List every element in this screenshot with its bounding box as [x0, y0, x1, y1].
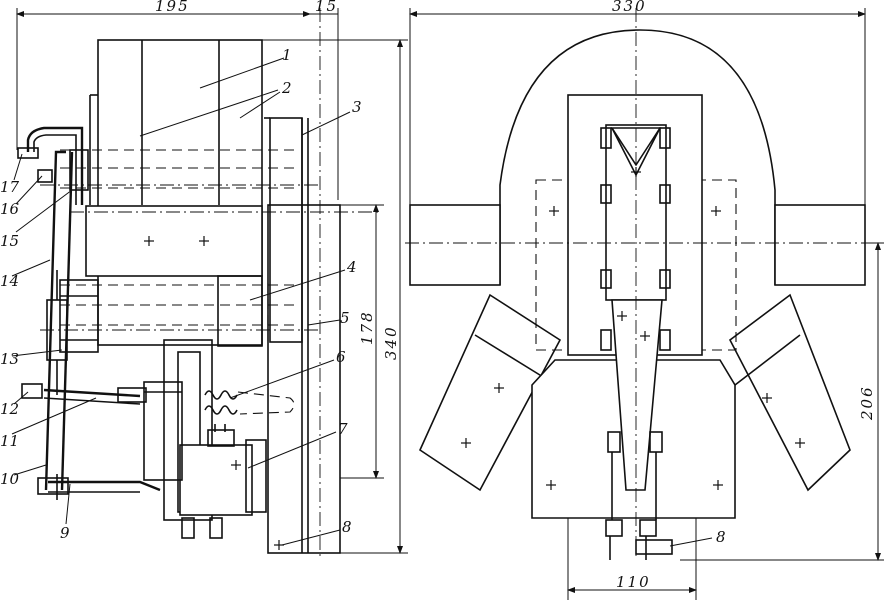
coil	[143, 381, 183, 481]
coil-bracket	[163, 339, 267, 539]
callout-1: 1	[282, 46, 292, 64]
callout-leaders	[11, 57, 351, 546]
callout-2: 2	[281, 79, 292, 97]
lower-rod	[37, 477, 161, 495]
dim-label-15: 15	[315, 0, 338, 15]
callout-12: 12	[0, 400, 19, 418]
front-callout-8: 8	[716, 528, 726, 546]
callout-6: 6	[336, 348, 346, 366]
right-leg	[728, 293, 851, 492]
dim-label-206: 206	[858, 385, 876, 421]
side-view: 195 15 340 178	[0, 0, 408, 560]
dim-label-330: 330	[612, 0, 647, 15]
callout-5: 5	[340, 309, 350, 327]
dimension-178: 178	[340, 204, 384, 479]
dimension-340: 340	[262, 39, 408, 554]
front-view: 330 206 110 8	[405, 0, 884, 600]
dimension-15: 15	[308, 0, 339, 200]
callout-13: 13	[0, 350, 19, 368]
dimension-330: 330	[409, 0, 866, 205]
base-plate	[267, 118, 341, 554]
fastener-marks	[461, 167, 805, 490]
mounting-plate	[264, 117, 303, 343]
dim-label-178: 178	[358, 310, 376, 345]
adjusting-rod	[44, 150, 74, 500]
callout-8: 8	[342, 518, 352, 536]
callout-labels: 1 2 3 4 5 6 7 8 9 10 11 12 13 14 15 16 1…	[0, 46, 362, 542]
spring	[204, 390, 295, 415]
dimension-195: 195	[16, 0, 311, 150]
armature-shaft	[85, 205, 263, 277]
callout-14: 14	[0, 272, 19, 290]
callout-11: 11	[0, 432, 19, 450]
callout-4: 4	[346, 258, 357, 276]
callout-7: 7	[338, 420, 348, 438]
callout-9: 9	[60, 524, 70, 542]
pole-piece	[217, 275, 263, 347]
lower-bracket	[59, 279, 99, 353]
dim-label-195: 195	[155, 0, 190, 15]
callout-15: 15	[0, 232, 19, 250]
callout-3: 3	[352, 98, 362, 116]
dimension-110: 110	[567, 518, 697, 600]
arched-housing	[499, 29, 776, 285]
callout-10: 10	[0, 470, 20, 488]
left-arm	[409, 204, 501, 286]
magnet-core-block	[89, 39, 263, 346]
callout-16: 16	[0, 200, 20, 218]
dimension-206: 206	[680, 242, 884, 561]
left-leg	[418, 293, 562, 492]
dim-label-110: 110	[616, 573, 651, 591]
callout-17: 17	[0, 178, 20, 196]
dim-label-340: 340	[382, 325, 400, 360]
callout-leader-8	[669, 537, 713, 547]
upper-bracket	[17, 126, 89, 205]
tie-rod	[21, 383, 147, 405]
right-arm	[774, 204, 866, 286]
